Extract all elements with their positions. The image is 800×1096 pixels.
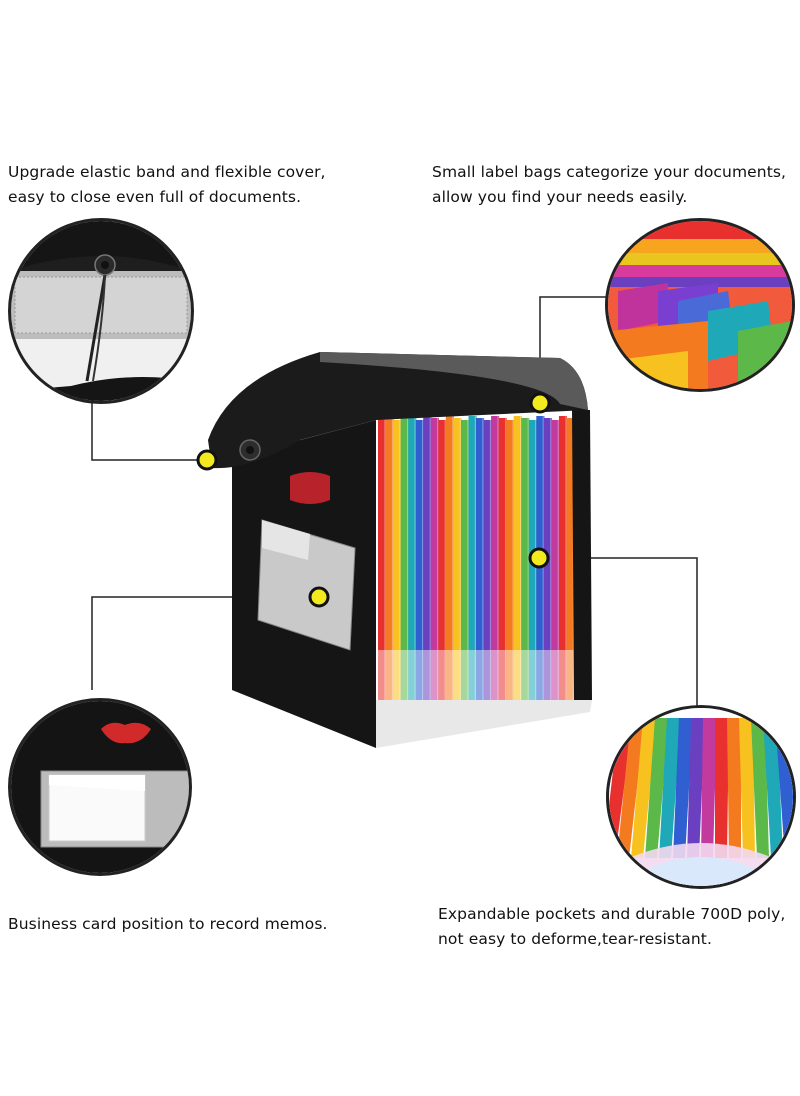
pocket-divider bbox=[505, 416, 507, 700]
cover-flap-edge bbox=[320, 352, 588, 410]
fan-pocket bbox=[715, 718, 729, 858]
pocket-stripe bbox=[430, 418, 439, 702]
caption-pockets: Expandable pockets and durable 700D poly… bbox=[438, 902, 785, 952]
button-stud-center bbox=[246, 446, 254, 454]
pocket-divider bbox=[399, 416, 401, 700]
fan-pocket bbox=[727, 718, 741, 858]
pocket-stripe bbox=[506, 420, 515, 704]
bottom-edge bbox=[376, 700, 592, 748]
pocket-divider bbox=[429, 416, 431, 700]
pocket-stripe bbox=[423, 416, 432, 700]
pocket-stripe bbox=[551, 420, 560, 704]
caption-elastic-band: Upgrade elastic band and flexible cover,… bbox=[8, 160, 326, 210]
caption-pockets-line2: not easy to deforme,tear-resistant. bbox=[438, 930, 713, 948]
fan-pocket bbox=[659, 718, 681, 858]
fan-pocket bbox=[631, 718, 657, 858]
pocket-divider bbox=[557, 416, 559, 700]
pocket-divider bbox=[437, 416, 439, 700]
pocket-stripe bbox=[385, 418, 394, 702]
pocket-divider bbox=[550, 416, 552, 700]
pocket-divider bbox=[391, 416, 394, 700]
pocket-stripe bbox=[408, 418, 417, 702]
pocket-stripe bbox=[566, 418, 575, 702]
pocket-divider bbox=[489, 416, 492, 700]
pocket-stripe bbox=[460, 420, 469, 704]
pocket-divider bbox=[414, 416, 416, 700]
pocket-divider bbox=[527, 416, 529, 700]
pocket-stripe bbox=[476, 418, 485, 702]
label-bags-closeup-icon bbox=[608, 221, 792, 389]
caption-label-bags-line1: Small label bags categorize your documen… bbox=[432, 163, 787, 181]
pocket-stripe bbox=[558, 416, 567, 700]
pocket-stripe bbox=[393, 420, 402, 704]
pocket-stripe bbox=[491, 416, 500, 700]
pocket-divider bbox=[474, 416, 476, 700]
detail-business-card bbox=[8, 698, 192, 876]
handle-cutout bbox=[290, 472, 330, 504]
pocket-divider bbox=[520, 416, 522, 700]
business-card-closeup-icon bbox=[11, 701, 189, 873]
pocket-divider bbox=[565, 416, 567, 700]
fan-pocket bbox=[739, 718, 755, 858]
pocket-divider bbox=[512, 416, 514, 700]
pocket-stripe bbox=[438, 420, 447, 704]
caption-pockets-line1: Expandable pockets and durable 700D poly… bbox=[438, 905, 786, 923]
fan-pocket bbox=[701, 718, 717, 858]
pocket-divider bbox=[444, 416, 446, 700]
pocket-stripe bbox=[498, 418, 507, 702]
pocket-stripe bbox=[400, 416, 409, 700]
caption-label-bags-line2: allow you find your needs easily. bbox=[432, 188, 688, 206]
pocket-stripe bbox=[468, 416, 477, 700]
pocket-stripe bbox=[521, 418, 530, 702]
pocket-stripe bbox=[483, 420, 492, 704]
pocket-divider bbox=[452, 416, 454, 700]
marker-elastic-icon bbox=[196, 449, 218, 471]
label-pocket-shine bbox=[262, 520, 310, 560]
fan-pocket bbox=[617, 718, 645, 858]
caption-business-card-line1: Business card position to record memos. bbox=[8, 915, 328, 933]
pocket-divider bbox=[407, 416, 409, 700]
marker-business-card-icon bbox=[308, 586, 330, 608]
pocket-bottom-fade bbox=[378, 650, 574, 700]
pocket-stripe bbox=[415, 420, 424, 704]
connector-pockets bbox=[540, 557, 698, 712]
fan-pocket bbox=[687, 718, 705, 858]
elastic-band-closeup-icon bbox=[11, 221, 191, 401]
caption-elastic-line1: Upgrade elastic band and flexible cover, bbox=[8, 163, 326, 181]
pocket-divider bbox=[384, 416, 386, 700]
pocket-divider bbox=[497, 416, 499, 700]
detail-pockets bbox=[606, 705, 796, 889]
pockets-closeup-icon bbox=[609, 708, 793, 886]
caption-label-bags: Small label bags categorize your documen… bbox=[432, 160, 786, 210]
marker-label-bags-icon bbox=[529, 392, 551, 414]
caption-business-card: Business card position to record memos. bbox=[8, 912, 328, 937]
pocket-stripe bbox=[453, 418, 462, 702]
cover-flap bbox=[208, 352, 588, 469]
pocket-divider bbox=[422, 416, 424, 700]
markers bbox=[196, 392, 551, 608]
pocket-divider bbox=[459, 416, 461, 700]
pocket-divider bbox=[467, 416, 469, 700]
pocket-divider bbox=[482, 416, 484, 700]
detail-label-bags bbox=[605, 218, 795, 392]
pocket-stripe bbox=[445, 416, 454, 700]
pocket-stripe bbox=[378, 416, 387, 700]
pocket-stripe bbox=[513, 416, 522, 700]
fan-pocket bbox=[645, 718, 669, 858]
detail-elastic-band bbox=[8, 218, 194, 404]
fan-pocket bbox=[673, 718, 693, 858]
right-edge bbox=[572, 410, 592, 700]
caption-elastic-line2: easy to close even full of documents. bbox=[8, 188, 302, 206]
marker-pockets-icon bbox=[528, 547, 550, 569]
fan-pocket bbox=[751, 718, 769, 858]
